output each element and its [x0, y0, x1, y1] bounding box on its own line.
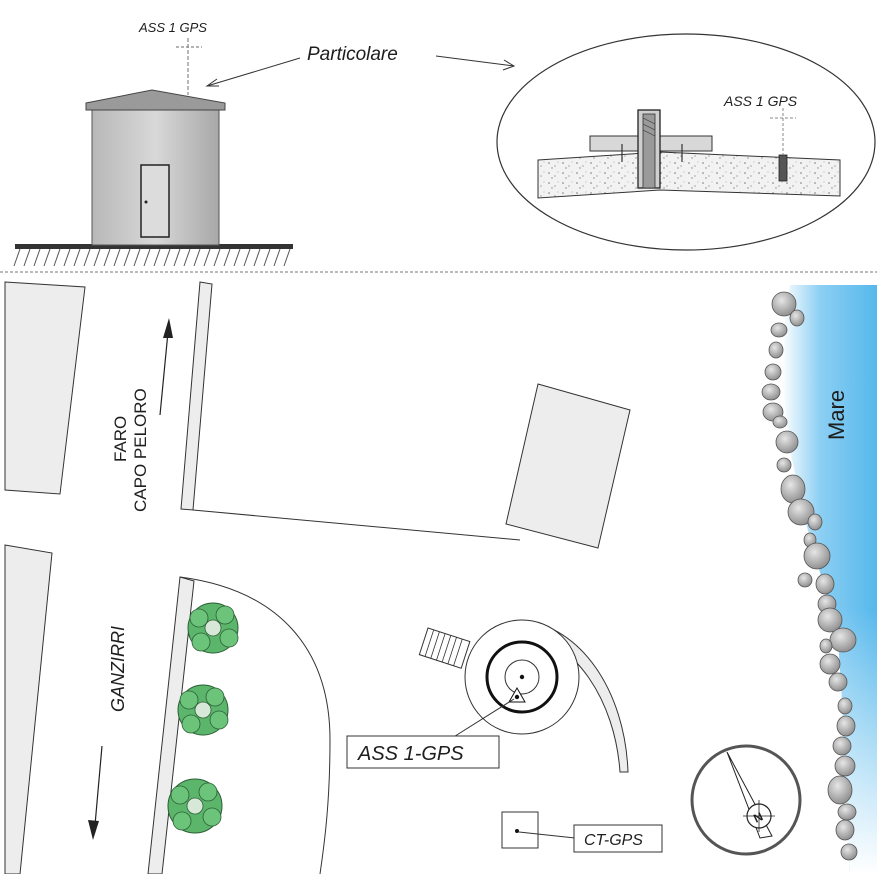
ct-leader — [518, 831, 576, 839]
access-road-line — [192, 509, 521, 541]
ct-marker-box — [501, 811, 539, 849]
road-edge-top — [180, 281, 213, 511]
benchmark-bolt — [778, 154, 788, 182]
concrete-slab — [537, 151, 841, 199]
particolare-arrows — [205, 55, 516, 87]
tree-1 — [187, 602, 239, 654]
tower-center-dot — [519, 674, 525, 680]
particolare-label: Particolare — [307, 44, 398, 65]
cap-plate-right — [659, 135, 713, 152]
ct-marker-dot — [515, 829, 519, 833]
pillar-core — [642, 113, 656, 189]
arrow-south — [88, 745, 103, 840]
station-label: ASS 1-GPS — [357, 743, 464, 765]
sea-label: Mare — [824, 390, 849, 440]
antenna-label-right: ASS 1 GPS — [723, 93, 798, 109]
door-knob — [144, 200, 148, 204]
road-edge-bottom — [147, 576, 195, 874]
shore-rocks — [761, 291, 858, 861]
ct-label: CT-GPS — [584, 832, 643, 849]
tree-2 — [177, 684, 229, 736]
building-elevation — [13, 38, 293, 267]
block-bottom-left — [4, 544, 53, 874]
road-label-capo-peloro: CAPO PELORO — [131, 388, 150, 512]
station-leader — [451, 698, 515, 739]
antenna-label-left: ASS 1 GPS — [138, 20, 207, 35]
building-plan — [505, 383, 631, 549]
block-top-left — [4, 281, 86, 495]
stairs — [418, 627, 471, 669]
ground-hatch — [13, 248, 291, 267]
building-roof — [85, 89, 226, 111]
road-label-faro: FARO — [111, 416, 130, 462]
detail-ellipse — [496, 33, 876, 251]
station-label-box — [346, 735, 500, 769]
road-label-ganzirri: GANZIRRI — [108, 626, 128, 712]
building-door — [140, 164, 170, 238]
ground-line — [15, 244, 293, 249]
ct-label-box — [573, 824, 663, 853]
tower-plan — [418, 619, 629, 773]
arrow-north — [159, 318, 173, 416]
boundary-curve — [179, 576, 331, 874]
tree-3 — [167, 778, 223, 834]
cap-plate-left — [589, 135, 639, 152]
compass — [690, 744, 802, 856]
